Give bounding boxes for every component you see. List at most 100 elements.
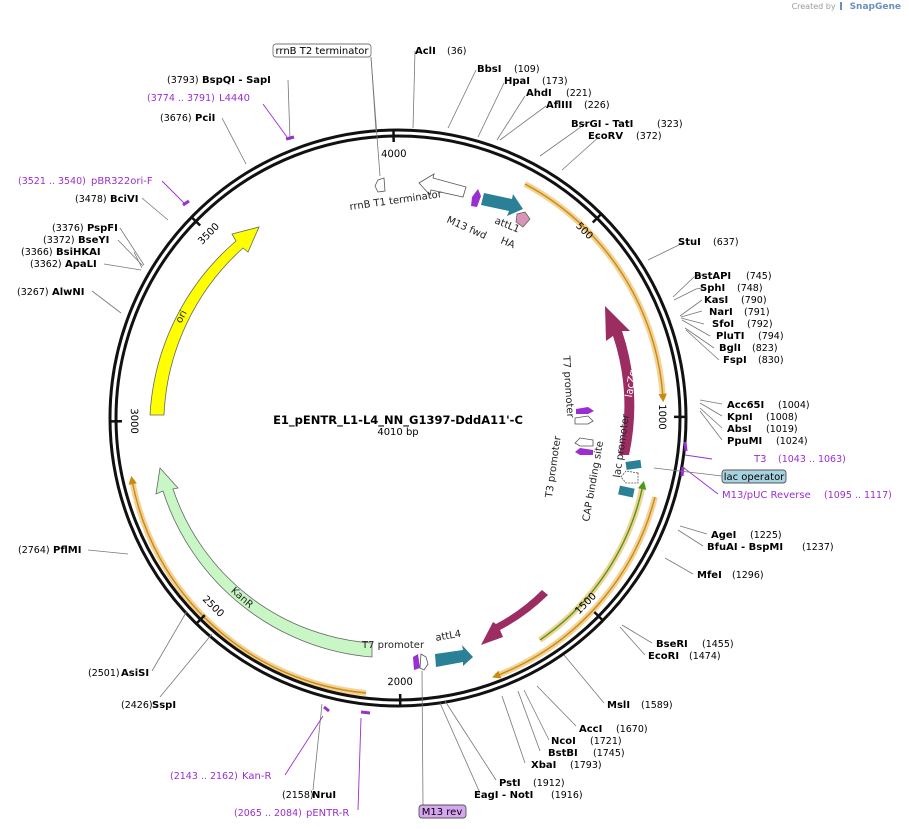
site-pos-PstI: (1912) [533, 778, 565, 789]
m13fwd-label: M13 fwd [445, 215, 488, 242]
site-pos-BbsI: (109) [514, 64, 540, 75]
site-label-PstI[interactable]: PstI [499, 778, 521, 789]
map-title: E1_pENTR_L1-L4_NN_G1397-DddA11'-C [273, 413, 523, 428]
site-label-BbsI[interactable]: BbsI [477, 64, 501, 75]
primer-label-pENTR-R[interactable]: pENTR-R [306, 808, 349, 819]
site-label-PciI[interactable]: PciI [195, 113, 215, 124]
site-label-AhdI[interactable]: AhdI [526, 88, 552, 99]
tick-label-4000: 4000 [381, 149, 407, 160]
site-pos-BciVI: (3478) [75, 194, 107, 205]
site-label-AgeI[interactable]: AgeI [711, 530, 736, 541]
site-label-SspI[interactable]: SspI [152, 700, 176, 711]
site-label-XbaI[interactable]: XbaI [531, 760, 556, 771]
site-label-NruI[interactable]: NruI [312, 790, 336, 801]
lac-operator-feature [625, 459, 642, 470]
site-label-BsrGI-TatI[interactable]: BsrGI - TatI [571, 119, 633, 130]
lacz-feature [605, 306, 635, 455]
site-label-PluTI[interactable]: PluTI [716, 331, 744, 342]
site-pos-StuI: (637) [713, 237, 739, 248]
site-label-BsiHKAI[interactable]: BsiHKAI [56, 247, 101, 258]
site-label-BseRI[interactable]: BseRI [656, 639, 688, 650]
site-label-AbsI[interactable]: AbsI [727, 424, 752, 435]
site-pos-Acc65I: (1004) [778, 400, 810, 411]
feature-leader-lines [370, 56, 723, 806]
site-label-BstBI[interactable]: BstBI [548, 748, 578, 759]
site-pos-BsiHKAI: (3366) [21, 247, 53, 258]
ugi-label: UGI [518, 615, 539, 634]
site-pos-PspFI: (3376) [52, 223, 84, 234]
site-pos-EcoRV: (372) [636, 131, 662, 142]
site-label-PspFI[interactable]: PspFI [87, 223, 118, 234]
m13rev-box[interactable] [418, 804, 467, 819]
primer-range-pENTR-R: (2065 .. 2084) [234, 808, 302, 819]
site-label-SfoI[interactable]: SfoI [712, 319, 734, 330]
site-pos-PpuMI: (1024) [776, 436, 808, 447]
site-pos-EagI-NotI: (1916) [551, 790, 583, 801]
site-label-ApaLI[interactable]: ApaLI [65, 259, 97, 270]
site-label-KasI[interactable]: KasI [704, 295, 728, 306]
site-label-NcoI[interactable]: NcoI [551, 736, 576, 747]
site-label-PpuMI[interactable]: PpuMI [727, 436, 762, 447]
site-label-FspI[interactable]: FspI [723, 355, 747, 366]
site-pos-BseRI: (1455) [702, 639, 734, 650]
site-label-SphI[interactable]: SphI [700, 283, 725, 294]
primer-label-L4440[interactable]: L4440 [219, 93, 250, 104]
site-pos-PluTI: (794) [758, 331, 784, 342]
ugi-feature [481, 590, 548, 645]
site-label-AflIII[interactable]: AflIII [546, 100, 572, 111]
primer-label-pBR322ori-F[interactable]: pBR322ori-F [91, 176, 153, 187]
site-label-KpnI[interactable]: KpnI [727, 412, 753, 423]
rrnb-t2-box[interactable] [272, 43, 372, 58]
site-label-EcoRI[interactable]: EcoRI [648, 651, 679, 662]
site-label-BfuAI-BspMI[interactable]: BfuAI - BspMI [707, 542, 783, 553]
credit-brand: SnapGene [849, 2, 901, 12]
primer-label-Kan-R[interactable]: Kan-R [242, 771, 271, 782]
ha-label: HA [499, 236, 517, 252]
site-pos-SfoI: (792) [747, 319, 773, 330]
tick-label-2000: 2000 [387, 677, 413, 688]
site-label-AlwNI[interactable]: AlwNI [52, 287, 85, 298]
site-label-AclI[interactable]: AclI [415, 46, 436, 57]
site-label-MfeI[interactable]: MfeI [697, 570, 722, 581]
site-pos-KpnI: (1008) [766, 412, 798, 423]
site-pos-BglI: (823) [752, 343, 778, 354]
primer-label-M13-pUC-Reverse[interactable]: M13/pUC Reverse [722, 490, 811, 501]
site-label-BciVI[interactable]: BciVI [110, 194, 138, 205]
cap-binding-feature [618, 485, 635, 498]
site-label-BseYI[interactable]: BseYI [78, 235, 109, 246]
site-label-EcoRV[interactable]: EcoRV [588, 131, 623, 142]
primer-label-T3[interactable]: T3 [753, 454, 766, 465]
site-label-BspQI-SapI[interactable]: BspQI - SapI [202, 75, 271, 86]
lac-operator-label: lac operator [724, 472, 785, 483]
restriction-site-labels: AclI (36) BbsI (109) HpaI (173) AhdI (22… [17, 46, 834, 801]
t7-promoter-bottom-label: T7 promoter [361, 640, 425, 651]
tick-mark-3500 [189, 215, 202, 227]
site-label-MslI[interactable]: MslI [607, 700, 630, 711]
snapgene-logo-icon [839, 2, 848, 10]
site-label-PflMI[interactable]: PflMI [53, 545, 81, 556]
attl4-label: attL4 [435, 629, 462, 644]
kanr-feature [155, 467, 373, 658]
site-label-NarI[interactable]: NarI [709, 307, 733, 318]
t7-promoter-bottom-arrow [419, 653, 429, 671]
site-pos-BstBI: (1745) [593, 748, 625, 759]
site-label-HpaI[interactable]: HpaI [504, 76, 530, 87]
tick-mark-500 [591, 212, 603, 224]
lac-operator-box[interactable] [721, 469, 787, 484]
attl4-feature [435, 645, 473, 667]
map-length: 4010 bp [377, 427, 418, 438]
site-pos-NruI: (2158) [282, 790, 314, 801]
site-label-BstAPI[interactable]: BstAPI [694, 271, 731, 282]
site-pos-BfuAI-BspMI: (1237) [802, 542, 834, 553]
site-label-StuI[interactable]: StuI [678, 237, 701, 248]
site-label-BglI[interactable]: BglI [719, 343, 741, 354]
rrnb-t2-label: rrnB T2 terminator [275, 46, 369, 57]
orf-arrow-right [492, 496, 656, 679]
site-label-AsiSI[interactable]: AsiSI [121, 668, 149, 679]
site-label-Acc65I[interactable]: Acc65I [727, 400, 764, 411]
site-pos-ApaLI: (3362) [30, 259, 62, 270]
rrnb-t1-arrow [418, 173, 467, 198]
site-pos-EcoRI: (1474) [689, 651, 721, 662]
site-label-EagI-NotI[interactable]: EagI - NotI [474, 790, 533, 801]
site-label-AccI[interactable]: AccI [579, 724, 602, 735]
